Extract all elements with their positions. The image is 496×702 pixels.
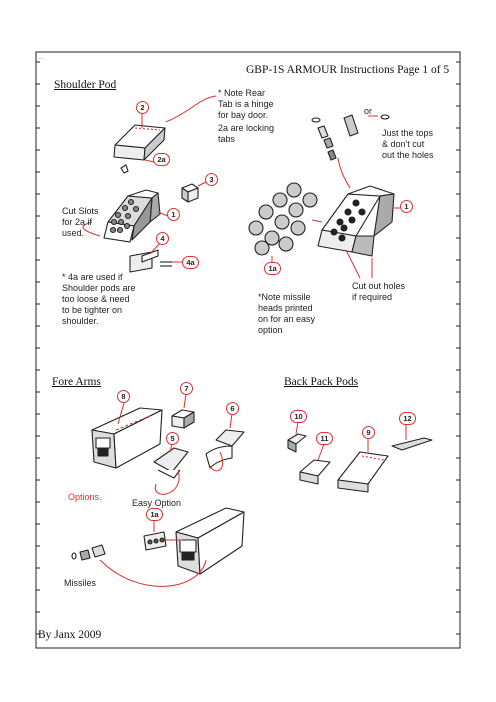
part-badge-3: 3 xyxy=(205,173,218,186)
leader-missile xyxy=(337,157,351,189)
leader-missiles-link xyxy=(99,559,207,587)
note-missile-heads: *Note missile heads printed on for an ea… xyxy=(258,292,316,335)
part-6-drawing xyxy=(205,429,245,469)
footer-credit: By Janx 2009 xyxy=(38,629,102,641)
note-cut-holes: Cut out holes if required xyxy=(352,281,406,302)
part-badge-12: 12 xyxy=(399,412,416,425)
fore-arm-easy-drawing xyxy=(175,507,245,575)
note-or: or xyxy=(364,106,373,116)
leader-11 xyxy=(317,443,325,461)
part-10-drawing xyxy=(287,433,307,453)
part-badge-1-left: 1 xyxy=(167,208,180,221)
note-just-tops: Just the tops & don't cut out the holes xyxy=(382,128,434,160)
leader-5 xyxy=(169,443,173,453)
part-badge-1a: 1a xyxy=(264,262,281,275)
part-1-right-drawing xyxy=(317,185,395,257)
note-missiles: Missiles xyxy=(64,578,97,588)
section-shoulder-pod: Shoulder Pod xyxy=(54,79,117,91)
leader-7 xyxy=(183,393,187,409)
part-badge-2a: 2a xyxy=(153,153,170,166)
part-badge-10: 10 xyxy=(290,410,307,423)
leader-2a xyxy=(144,159,155,163)
leader-10 xyxy=(295,421,299,435)
leader-6-link xyxy=(209,451,224,472)
part-4-drawing xyxy=(129,249,172,273)
leader-rear-tab xyxy=(165,95,217,123)
leader-3 xyxy=(197,181,207,187)
part-badge-4a: 4a xyxy=(182,256,199,269)
leader-8 xyxy=(117,402,125,425)
leader-1-left xyxy=(157,211,169,217)
corner-mark: ~~ xyxy=(38,57,44,62)
leader-4 xyxy=(149,242,161,255)
part-badge-1a-easy: 1a xyxy=(146,508,163,521)
section-fore-arms: Fore Arms xyxy=(52,376,101,388)
part-badge-2: 2 xyxy=(136,101,149,114)
leader-cut-holes-a xyxy=(345,249,361,279)
part-badge-1-right: 1 xyxy=(400,200,413,213)
leader-8-link xyxy=(154,469,180,495)
part-11-drawing xyxy=(299,459,331,485)
missile-parts-top-drawing xyxy=(311,114,390,161)
part-8-drawing xyxy=(91,407,163,469)
part-1a-hex-cluster-drawing xyxy=(248,182,318,256)
note-options: Options. xyxy=(68,492,102,502)
section-back-pack-pods: Back Pack Pods xyxy=(284,376,359,388)
part-badge-9: 9 xyxy=(362,426,375,439)
leader-cut-slots xyxy=(82,221,101,237)
part-3-drawing xyxy=(181,183,199,203)
note-rear-tab: * Note Rear Tab is a hinge for bay door. xyxy=(218,88,274,120)
part-badge-8: 8 xyxy=(117,390,130,403)
part-badge-11: 11 xyxy=(316,432,333,445)
note-easy-option: Easy Option xyxy=(132,498,182,508)
part-12-drawing xyxy=(391,437,433,451)
part-2-drawing xyxy=(113,124,166,174)
part-1-left-drawing xyxy=(103,189,161,243)
leader-1a-cluster xyxy=(311,219,323,223)
part-9-drawing xyxy=(337,451,389,493)
missiles-drawing xyxy=(71,544,106,561)
part-badge-7: 7 xyxy=(180,382,193,395)
page-title: GBP-1S ARMOUR Instructions Page 1 of 5 xyxy=(246,64,450,76)
part-7-drawing xyxy=(171,409,195,429)
leader-6 xyxy=(229,413,233,429)
note-locking-tabs: 2a are locking tabs xyxy=(218,123,275,144)
part-badge-5: 5 xyxy=(166,432,179,445)
part-badge-4: 4 xyxy=(156,232,169,245)
note-cut-slots: Cut Slots for 2a if used. xyxy=(62,206,99,238)
easy-option-1a-drawing xyxy=(143,531,167,551)
part-badge-6: 6 xyxy=(226,402,239,415)
note-4a-used: * 4a are used if Shoulder pods are too l… xyxy=(62,272,136,326)
part-5-drawing xyxy=(153,447,189,479)
